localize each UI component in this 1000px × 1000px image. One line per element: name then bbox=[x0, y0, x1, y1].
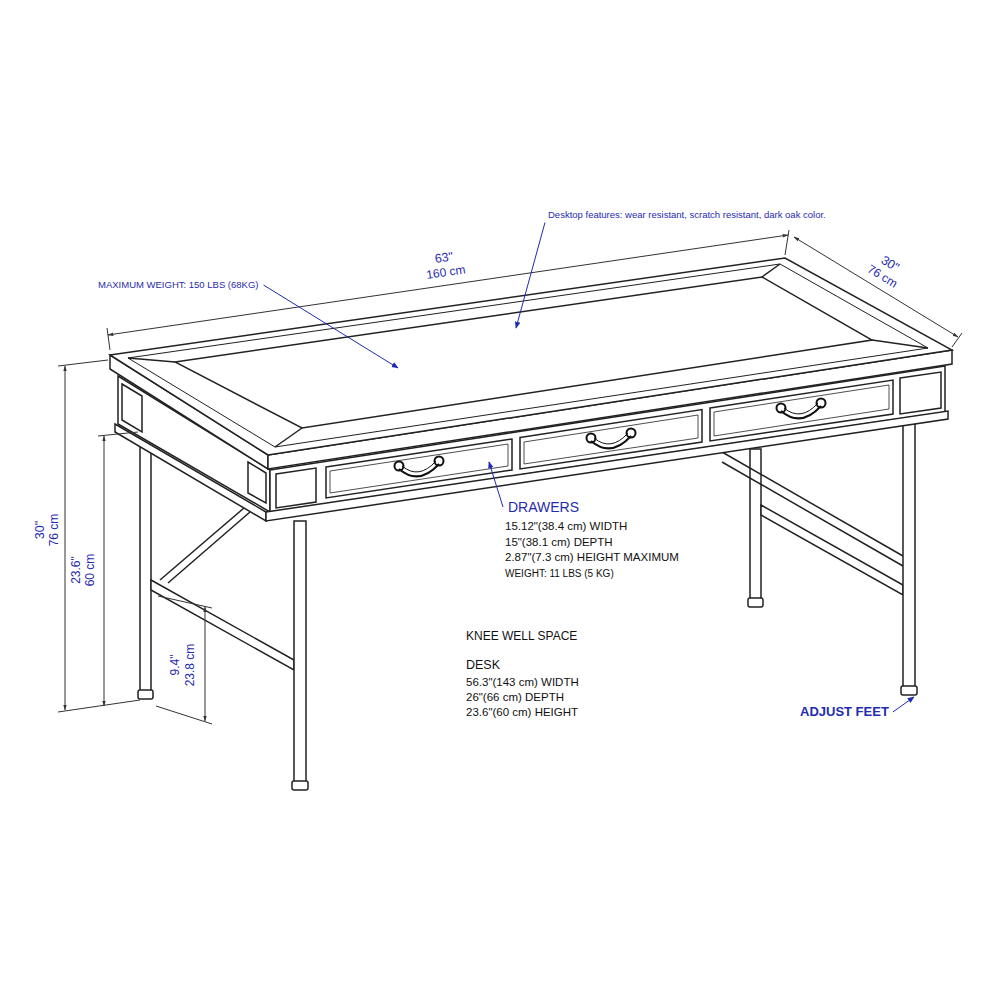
desk-leg bbox=[138, 690, 153, 699]
desk-leg bbox=[901, 686, 917, 695]
desk-leg bbox=[294, 521, 306, 783]
dimension-label: 23.6" bbox=[70, 556, 84, 584]
dimension-line bbox=[952, 333, 962, 347]
dimension-line bbox=[156, 706, 212, 724]
spec-text: 56.3"(143 cm) WIDTH bbox=[466, 676, 579, 689]
spec-text: 2.87"(7.3 cm) HEIGHT MAXIMUM bbox=[505, 551, 679, 564]
desk-leg bbox=[292, 781, 308, 790]
desk-leg bbox=[748, 598, 763, 607]
drawer-handle bbox=[781, 406, 821, 418]
desk-top bbox=[872, 340, 928, 348]
dimension-line bbox=[107, 328, 110, 350]
dimension-label: 30" bbox=[33, 521, 47, 539]
desk-top bbox=[110, 258, 952, 469]
desk-leg bbox=[160, 508, 244, 580]
desk-apron bbox=[122, 384, 142, 432]
desk-leg bbox=[722, 452, 903, 556]
desk-apron bbox=[248, 462, 266, 503]
section-heading: KNEE WELL SPACE bbox=[466, 630, 577, 644]
dimension-label: 9.4" bbox=[169, 655, 183, 676]
drawer-handle bbox=[402, 461, 436, 472]
dimension-line bbox=[58, 360, 108, 366]
desk-leg bbox=[168, 512, 250, 583]
dimension-label: 63" bbox=[434, 250, 454, 267]
drawer-handle bbox=[594, 433, 628, 444]
dimension-label: 60 cm bbox=[84, 554, 98, 587]
spec-text: 23.6"(60 cm) HEIGHT bbox=[466, 706, 578, 719]
desk-apron bbox=[900, 372, 941, 414]
dimension-label: 23.8 cm bbox=[184, 644, 198, 687]
leader-line bbox=[489, 462, 503, 507]
spec-text: 26"(66 cm) DEPTH bbox=[466, 691, 564, 704]
desk-leg bbox=[903, 420, 915, 688]
desk-top bbox=[128, 358, 175, 362]
callout-label: ADJUST FEET bbox=[800, 705, 889, 720]
section-heading: DESK bbox=[466, 658, 500, 672]
drawer-handle bbox=[784, 403, 818, 414]
spec-text: 15.12"(38.4 cm) WIDTH bbox=[505, 520, 627, 533]
spec-text: 15"(38.1 cm) DEPTH bbox=[505, 536, 613, 549]
weight-note: MAXIMUM WEIGHT: 150 LBS (68KG) bbox=[98, 280, 258, 291]
leader-line bbox=[263, 285, 398, 368]
callout-label: DRAWERS bbox=[508, 499, 579, 515]
dimension-line bbox=[98, 432, 138, 436]
drawer-handle bbox=[591, 436, 631, 448]
drawer-handle bbox=[399, 464, 439, 476]
dimension-line bbox=[794, 237, 958, 337]
dimension-line bbox=[158, 596, 212, 608]
spec-text: WEIGHT: 11 LBS (5 KG) bbox=[505, 568, 614, 580]
leader-line bbox=[516, 222, 545, 328]
desk-top bbox=[275, 428, 302, 447]
dimension-line bbox=[58, 700, 140, 712]
desk-top bbox=[128, 264, 928, 447]
leader-lines bbox=[263, 222, 914, 712]
dimension-line bbox=[104, 436, 105, 706]
desk-leg bbox=[140, 446, 151, 692]
desk-top bbox=[762, 264, 780, 277]
dimension-line bbox=[205, 607, 206, 721]
dimension-line bbox=[65, 366, 66, 710]
desk-leg bbox=[761, 505, 903, 595]
dimension-line bbox=[785, 230, 789, 255]
dimension-lines bbox=[58, 230, 962, 724]
desk-apron bbox=[276, 468, 316, 508]
feature-note: Desktop features: wear resistant, scratc… bbox=[548, 210, 826, 221]
leader-line bbox=[893, 697, 914, 712]
dimension-label: 76 cm bbox=[48, 514, 62, 547]
desk-leg bbox=[722, 462, 903, 566]
dimension-label: 160 cm bbox=[426, 263, 467, 282]
